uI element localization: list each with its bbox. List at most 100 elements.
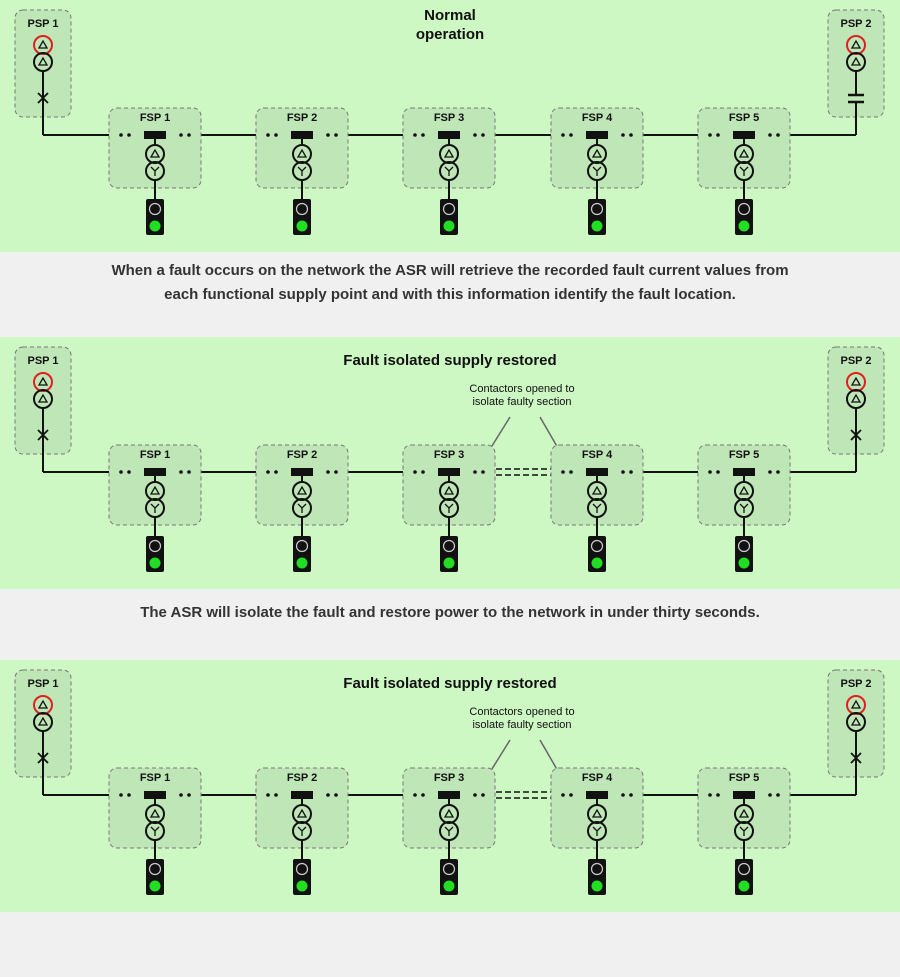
delta-glyph xyxy=(443,485,455,495)
status-light-icon xyxy=(293,199,311,235)
fsp-contactor-dot xyxy=(569,470,573,474)
wye-glyph xyxy=(297,826,307,836)
psp-label: PSP 2 xyxy=(841,355,872,367)
fsp-contactor-dot xyxy=(561,793,565,797)
fsp-contactor-dot xyxy=(413,470,417,474)
delta-glyph xyxy=(37,699,49,709)
fsp-contactor-dot xyxy=(421,470,425,474)
wye-glyph xyxy=(739,166,749,176)
status-light-off xyxy=(442,539,456,553)
wye-glyph xyxy=(739,503,749,513)
fsp-contactor-dot xyxy=(708,133,712,137)
fsp-busbar xyxy=(586,468,608,476)
fsp-label: FSP 3 xyxy=(434,449,464,461)
status-light-green xyxy=(591,557,603,569)
caption-fault-detection: When a fault occurs on the network the A… xyxy=(0,259,900,307)
status-light-off xyxy=(295,202,309,216)
fsp-busbar xyxy=(144,131,166,139)
fsp-contactor-dot xyxy=(187,470,191,474)
delta-glyph xyxy=(149,808,161,818)
fsp-contactor-dot xyxy=(716,133,720,137)
status-light-icon xyxy=(293,536,311,572)
wye-glyph xyxy=(444,166,454,176)
fsp-contactor-dot xyxy=(708,793,712,797)
fsp-contactor-dot xyxy=(473,793,477,797)
delta-glyph xyxy=(149,485,161,495)
wye-glyph xyxy=(592,826,602,836)
delta-glyph xyxy=(738,485,750,495)
fsp-contactor-dot xyxy=(621,470,625,474)
annotation-text: isolate faulty section xyxy=(472,396,571,408)
fsp-contactor-dot xyxy=(473,133,477,137)
fsp-label: FSP 2 xyxy=(287,449,317,461)
fsp-box xyxy=(402,107,496,189)
psp-left-breaker-closed xyxy=(37,752,49,764)
delta-glyph xyxy=(296,485,308,495)
fsp-contactor-dot xyxy=(421,793,425,797)
delta-glyph xyxy=(850,699,862,709)
status-light-icon xyxy=(588,536,606,572)
fsp-contactor-dot xyxy=(473,470,477,474)
wye-glyph xyxy=(444,826,454,836)
wye-glyph xyxy=(739,826,749,836)
status-light-off xyxy=(737,202,751,216)
fsp-box xyxy=(255,767,349,849)
status-light-green xyxy=(443,880,455,892)
delta-glyph xyxy=(37,716,49,726)
delta-glyph xyxy=(850,376,862,386)
status-light-off xyxy=(442,862,456,876)
delta-glyph xyxy=(443,808,455,818)
fsp-busbar xyxy=(733,468,755,476)
psp-right-breaker-closed xyxy=(850,429,862,441)
status-light-off xyxy=(737,539,751,553)
fsp-box xyxy=(255,444,349,526)
fsp-box xyxy=(255,107,349,189)
status-light-off xyxy=(295,539,309,553)
fsp-contactor-dot xyxy=(326,133,330,137)
fsp-contactor-dot xyxy=(266,470,270,474)
fsp-contactor-dot xyxy=(274,793,278,797)
fsp-1: FSP 1 xyxy=(108,444,202,572)
fsp-contactor-dot xyxy=(266,133,270,137)
fsp-contactor-dot xyxy=(569,133,573,137)
panel-title: operation xyxy=(416,26,484,43)
wye-glyph xyxy=(297,166,307,176)
status-light-off xyxy=(590,862,604,876)
delta-glyph xyxy=(850,39,862,49)
fsp-contactor-dot xyxy=(413,793,417,797)
status-light-green xyxy=(738,557,750,569)
caption-line-1: When a fault occurs on the network the A… xyxy=(111,262,789,279)
delta-glyph xyxy=(443,148,455,158)
fsp-contactor-dot xyxy=(776,133,780,137)
fsp-contactor-dot xyxy=(561,470,565,474)
fsp-2: FSP 2 xyxy=(255,107,349,235)
fsp-contactor-dot xyxy=(481,470,485,474)
fsp-contactor-dot xyxy=(274,133,278,137)
fsp-label: FSP 2 xyxy=(287,112,317,124)
fsp-contactor-dot xyxy=(708,470,712,474)
status-light-icon xyxy=(735,199,753,235)
fsp-label: FSP 5 xyxy=(729,449,759,461)
status-light-off xyxy=(148,539,162,553)
fsp-box xyxy=(402,444,496,526)
fsp-box xyxy=(550,107,644,189)
fsp-busbar xyxy=(586,791,608,799)
fsp-label: FSP 4 xyxy=(582,112,613,124)
status-light-green xyxy=(296,557,308,569)
fsp-busbar xyxy=(291,791,313,799)
status-light-off xyxy=(737,862,751,876)
status-light-icon xyxy=(293,859,311,895)
psp-left: PSP 1 xyxy=(14,669,72,778)
fsp-box xyxy=(108,107,202,189)
fsp-2: FSP 2 xyxy=(255,767,349,895)
fsp-box xyxy=(550,767,644,849)
fsp-contactor-dot xyxy=(187,793,191,797)
fsp-box xyxy=(550,444,644,526)
delta-glyph xyxy=(296,808,308,818)
